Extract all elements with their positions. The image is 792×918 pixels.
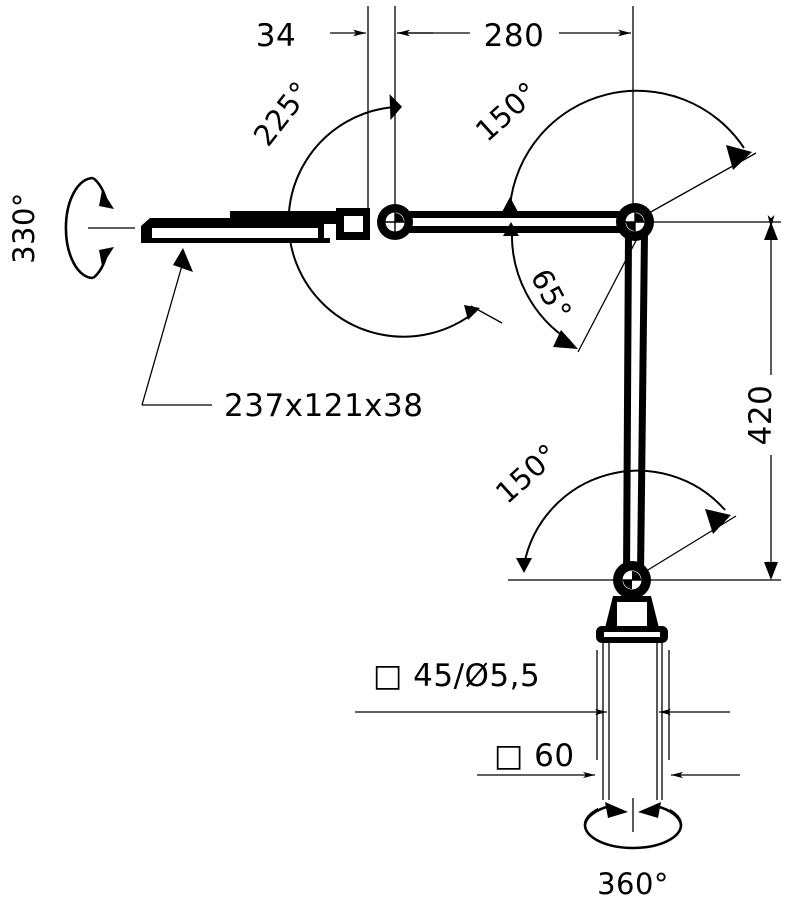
rotation-330-symbol: 330° bbox=[7, 176, 135, 280]
angle-65-arc: 65° bbox=[503, 222, 642, 353]
angle-225-arc: 225° bbox=[247, 75, 503, 338]
base-joint bbox=[613, 561, 651, 599]
dimension-clamp-base-label: □ 60 bbox=[494, 738, 575, 774]
angle-150-lower-label: 150° bbox=[489, 437, 565, 510]
angle-150-lower-arc: 150° bbox=[489, 437, 737, 577]
extension-lines bbox=[367, 6, 781, 810]
elbow-joint bbox=[616, 203, 654, 241]
leader-head-label: 237x121x38 bbox=[224, 388, 423, 424]
lower-arm bbox=[623, 233, 648, 575]
rotation-360-symbol: 360° bbox=[583, 798, 683, 901]
angle-65-label: 65° bbox=[524, 263, 579, 326]
dimension-clamp-base: □ 60 bbox=[477, 738, 740, 779]
lamp-head bbox=[141, 211, 352, 243]
angle-360-label: 360° bbox=[597, 867, 669, 901]
upper-arm bbox=[405, 211, 637, 233]
head-connector-joint bbox=[336, 204, 413, 240]
leader-head-dimensions: 237x121x38 bbox=[141, 248, 423, 424]
dimension-clamp-hole-label: □ 45/Ø5,5 bbox=[373, 658, 540, 694]
clamp-base bbox=[596, 596, 668, 812]
angle-150-upper-arc: 150° bbox=[469, 75, 757, 219]
dimension-clamp-hole: □ 45/Ø5,5 bbox=[355, 658, 730, 716]
dimension-420-label: 420 bbox=[743, 385, 779, 446]
dimension-280-label: 280 bbox=[484, 18, 545, 54]
dimension-420: 420 bbox=[743, 215, 779, 580]
angle-330-label: 330° bbox=[7, 192, 41, 264]
dimension-34: 34 bbox=[256, 18, 433, 54]
dimension-34-label: 34 bbox=[256, 18, 296, 54]
dimension-280: 280 bbox=[397, 18, 631, 54]
angle-225-label: 225° bbox=[247, 75, 318, 153]
angle-150-upper-label: 150° bbox=[469, 75, 545, 148]
